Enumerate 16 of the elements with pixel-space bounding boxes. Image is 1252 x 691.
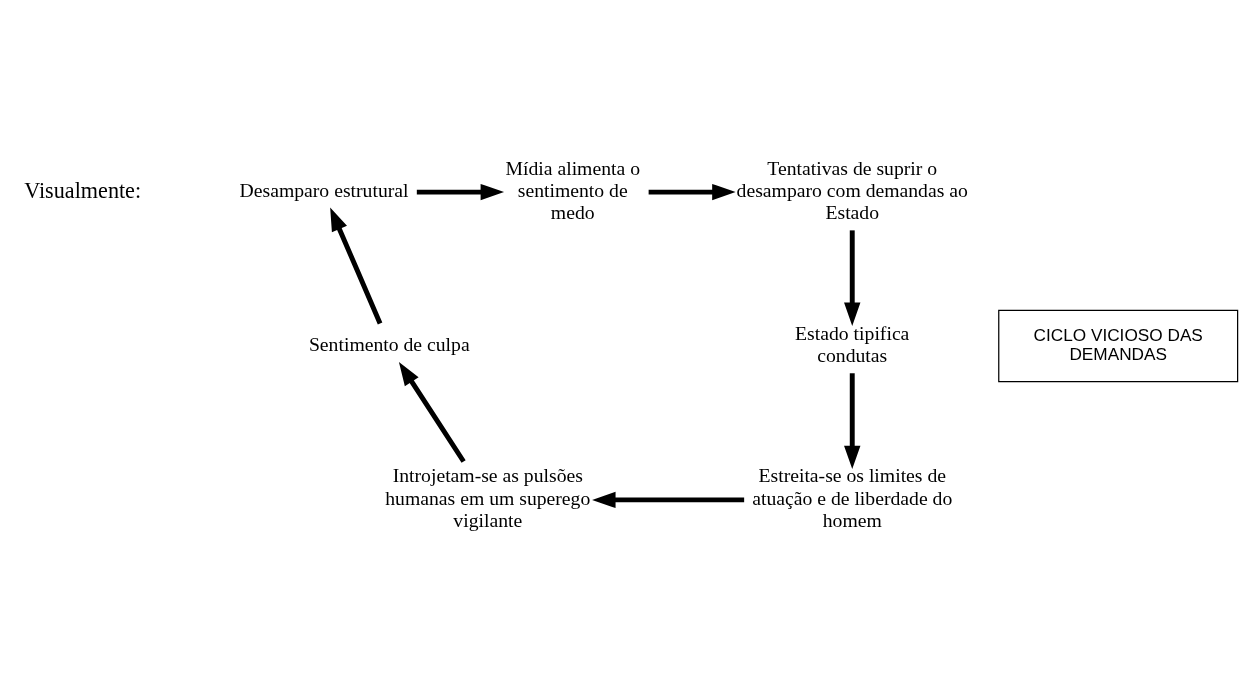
node-box: CICLO VICIOSO DAS DEMANDAS xyxy=(998,309,1239,382)
node-text: Introjetam-se as pulsões humanas em um superego vigilante xyxy=(385,463,591,531)
arrow xyxy=(398,361,466,463)
arrow xyxy=(330,207,383,324)
node-text: Tentativas de suprir o desamparo com demandas ao Estado xyxy=(736,156,968,223)
node-text: Desamparo estrutural xyxy=(239,178,409,201)
node-text: Mídia alimenta o sentimento de medo xyxy=(505,156,640,223)
node-text: Estreita-se os limites de atuação e de liberdade do homem xyxy=(752,463,953,531)
arrow xyxy=(844,229,861,326)
arrow xyxy=(648,183,736,200)
arrow xyxy=(844,372,861,469)
label: Visualmente: xyxy=(24,177,142,203)
node-text: Estado tipifica condutas xyxy=(795,321,910,366)
arrow xyxy=(416,183,505,200)
arrow xyxy=(592,491,745,508)
node-text: Sentimento de culpa xyxy=(308,332,470,355)
